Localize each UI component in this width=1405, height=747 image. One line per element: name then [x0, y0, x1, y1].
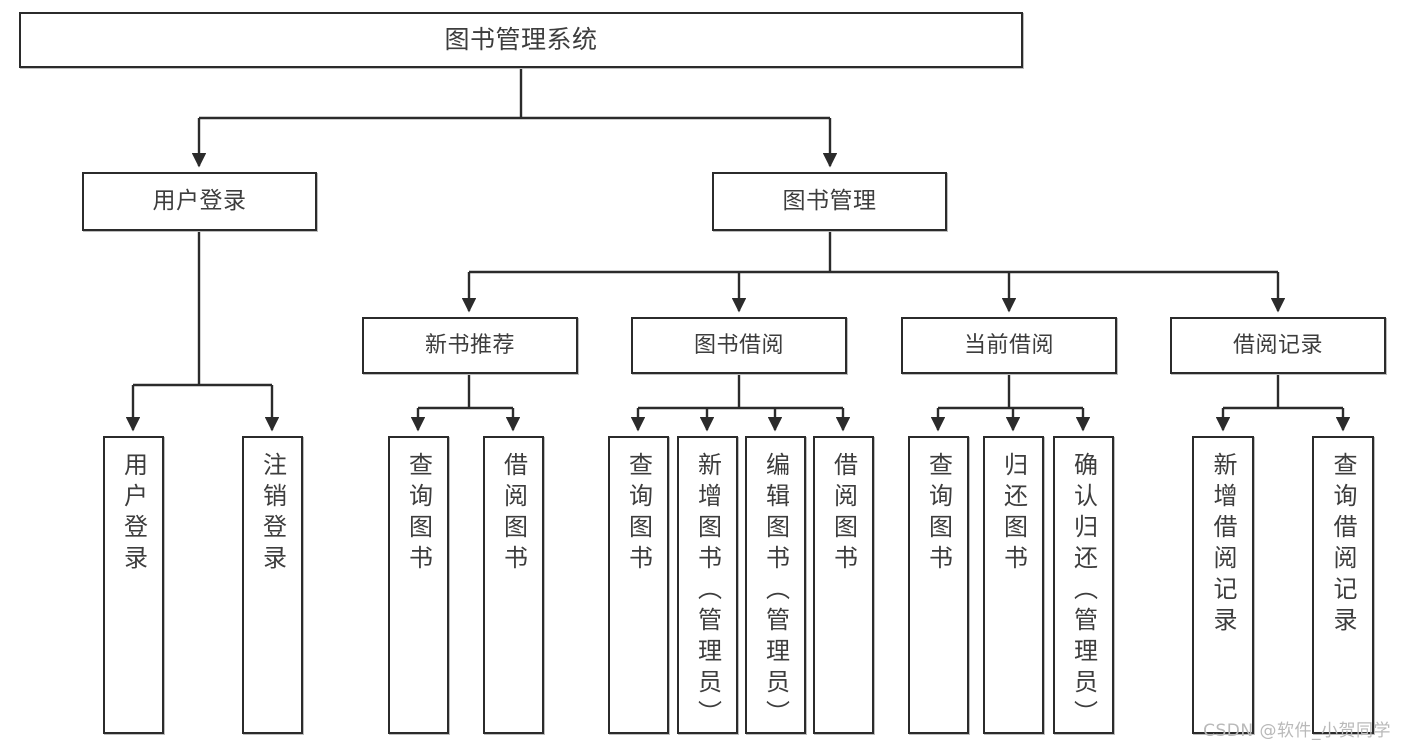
node-leaf-return-book[interactable]: 归还图书 [983, 436, 1044, 734]
node-label: 注销登录 [258, 452, 287, 576]
node-label: 查询图书 [924, 452, 953, 576]
node-leaf-add-book-admin[interactable]: 新增图书（管理员） [677, 436, 738, 734]
node-book-borrow[interactable]: 图书借阅 [631, 317, 847, 374]
node-leaf-add-borrow-record[interactable]: 新增借阅记录 [1192, 436, 1254, 734]
node-label: 借阅图书 [829, 452, 858, 576]
node-label: 新增借阅记录 [1209, 452, 1237, 638]
node-label: 查询图书 [624, 452, 653, 576]
node-leaf-query-book-borrow[interactable]: 查询图书 [608, 436, 669, 734]
node-leaf-confirm-return-admin[interactable]: 确认归还（管理员） [1053, 436, 1114, 734]
node-leaf-borrow-book[interactable]: 借阅图书 [813, 436, 874, 734]
node-leaf-logout-login[interactable]: 注销登录 [242, 436, 303, 734]
node-leaf-edit-book-admin[interactable]: 编辑图书（管理员） [745, 436, 806, 734]
node-label: 新增图书（管理员） [693, 452, 722, 731]
node-label: 查询借阅记录 [1329, 452, 1357, 638]
node-label: 查询图书 [404, 452, 433, 576]
csdn-watermark: CSDN @软件_小贺同学 [1203, 721, 1391, 741]
node-label: 用户登录 [119, 452, 148, 576]
node-label: 借阅图书 [499, 452, 528, 576]
node-label: 图书管理 [782, 188, 877, 215]
node-label: 新书推荐 [424, 332, 515, 358]
node-label: 编辑图书（管理员） [761, 452, 790, 731]
node-label: 图书借阅 [693, 332, 784, 358]
node-current-borrow[interactable]: 当前借阅 [901, 317, 1117, 374]
node-leaf-borrow-book-recommend[interactable]: 借阅图书 [483, 436, 544, 734]
node-leaf-user-login[interactable]: 用户登录 [103, 436, 164, 734]
node-label: 用户登录 [152, 188, 247, 215]
node-user-login[interactable]: 用户登录 [82, 172, 317, 231]
node-label: 图书管理系统 [444, 25, 598, 55]
node-label: 借阅记录 [1232, 332, 1323, 358]
node-leaf-query-book-recommend[interactable]: 查询图书 [388, 436, 449, 734]
node-label: 归还图书 [999, 452, 1028, 576]
node-borrow-record[interactable]: 借阅记录 [1170, 317, 1386, 374]
node-leaf-query-borrow-record[interactable]: 查询借阅记录 [1312, 436, 1374, 734]
node-label: 确认归还（管理员） [1069, 452, 1098, 731]
node-label: 当前借阅 [963, 332, 1054, 358]
node-leaf-query-book-current[interactable]: 查询图书 [908, 436, 969, 734]
node-root-book-management-system[interactable]: 图书管理系统 [19, 12, 1023, 68]
node-new-book-recommend[interactable]: 新书推荐 [362, 317, 578, 374]
node-book-management[interactable]: 图书管理 [712, 172, 947, 231]
